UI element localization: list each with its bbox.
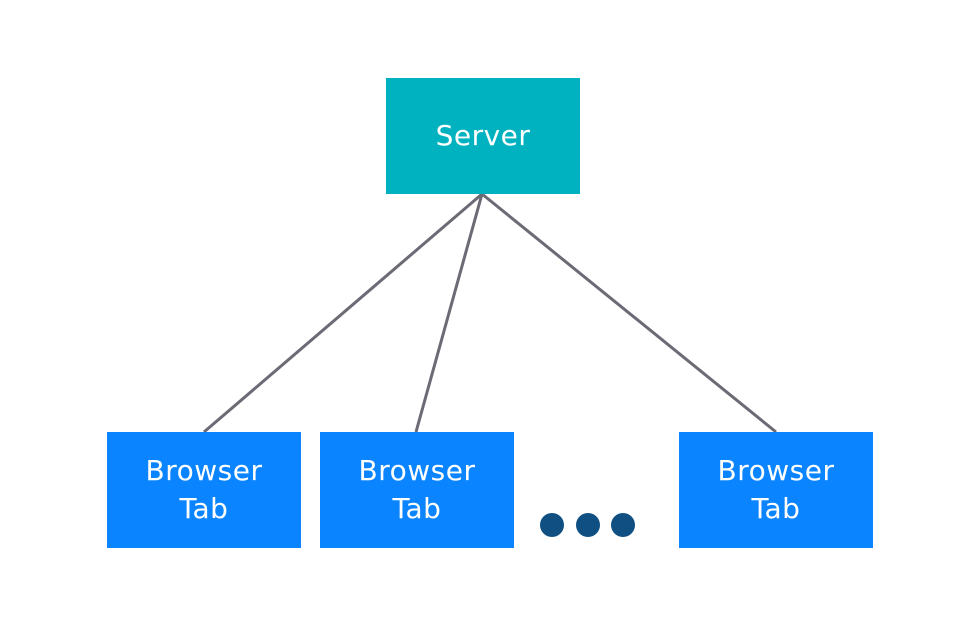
browser-tab-label-line-2: Tab	[179, 492, 229, 525]
connector-server-to-tab-1	[203, 192, 483, 434]
connector-server-to-tab-3	[481, 192, 777, 434]
browser-tab-label-line-1: Browser	[358, 454, 476, 487]
browser-tab-label-line-2: Tab	[751, 492, 801, 525]
browser-tab-label-line-2: Tab	[392, 492, 442, 525]
connector-server-to-tab-2	[414, 193, 484, 433]
ellipsis-dot	[611, 513, 635, 537]
browser-tab-label-line-1: Browser	[145, 454, 263, 487]
more-tabs-ellipsis	[540, 513, 635, 539]
server-label: Server	[435, 119, 531, 152]
ellipsis-dot	[575, 513, 600, 537]
browser-tab-node: Browser Tab	[679, 432, 873, 548]
browser-tab-node: Browser Tab	[107, 432, 301, 548]
ellipsis-dot	[540, 513, 564, 537]
server-node: Server	[386, 78, 580, 194]
browser-tab-node: Browser Tab	[320, 432, 514, 548]
browser-tab-label-line-1: Browser	[717, 454, 835, 487]
